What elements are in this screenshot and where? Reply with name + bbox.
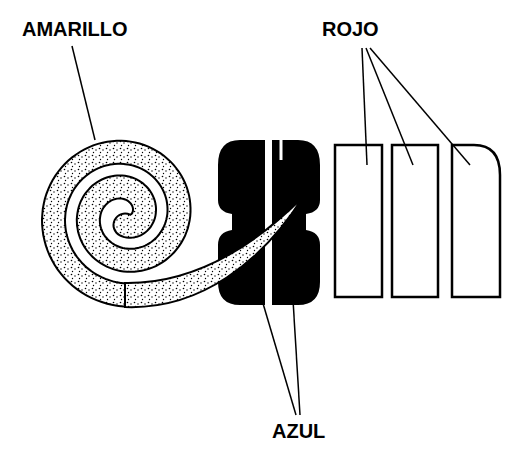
spiral-outline [54,152,180,295]
piece-slit [280,140,283,160]
spiral-fill [54,152,180,295]
blue-piece [218,140,265,305]
part-label: AMARILLO [22,18,128,40]
cochlea-spiral [54,152,180,295]
leader-lines [72,46,470,415]
part-label: AZUL [272,420,325,442]
part-label: ROJO [322,18,379,40]
red-block [392,145,438,297]
red-block [452,145,500,297]
red-block [335,145,382,297]
cochlea-tail [125,197,303,307]
